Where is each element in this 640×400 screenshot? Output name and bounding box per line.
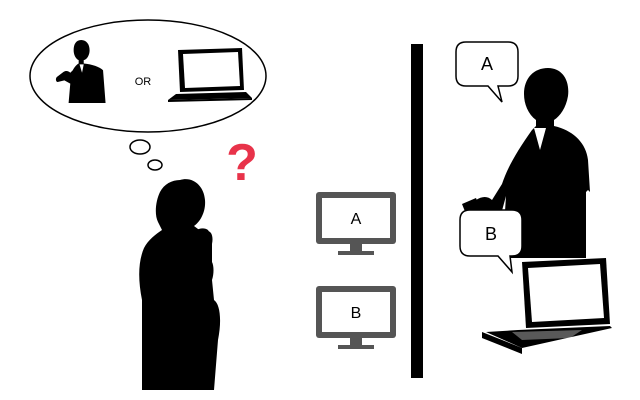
speech-bubble-a: A xyxy=(455,41,519,103)
divider-line xyxy=(411,44,423,378)
speech-bubble-b: B xyxy=(459,209,523,275)
laptop-icon xyxy=(168,48,252,102)
speech-bubble-b-label: B xyxy=(485,224,497,244)
thought-dot-large xyxy=(129,139,151,155)
thought-bubble: OR xyxy=(29,19,267,171)
monitor-b: B xyxy=(316,286,396,349)
laptop-icon xyxy=(482,258,612,354)
person-presenting-icon xyxy=(55,40,106,103)
monitor-a-label: A xyxy=(351,211,362,228)
or-connector-label: OR xyxy=(135,76,152,88)
speech-bubble-a-label: A xyxy=(481,54,493,74)
thought-dot-small xyxy=(147,159,163,171)
monitor-b-label: B xyxy=(351,305,362,322)
monitor-a: A xyxy=(316,192,396,255)
thinking-person-icon xyxy=(139,179,221,390)
question-mark-icon: ? xyxy=(226,134,258,192)
